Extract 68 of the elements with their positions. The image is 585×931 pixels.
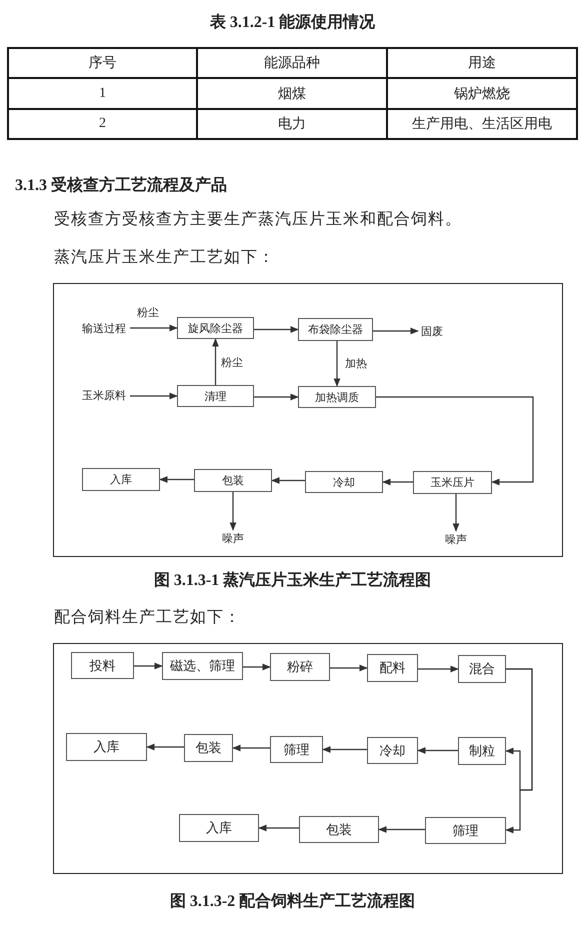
arrow xyxy=(373,328,419,334)
arrow xyxy=(232,744,270,752)
arrow xyxy=(146,744,184,750)
arrow xyxy=(159,476,194,483)
process-box: 配料 xyxy=(367,654,418,682)
process-label: 噪声 xyxy=(441,531,471,547)
process-box: 清理 xyxy=(177,385,254,407)
arrow xyxy=(376,396,534,486)
paragraph: 配合饲料生产工艺如下： xyxy=(54,608,242,628)
process-box: 包装 xyxy=(194,469,272,492)
table-cell: 2 xyxy=(8,109,197,139)
process-box: 筛理 xyxy=(270,736,323,763)
table-cell: 能源品种 xyxy=(197,48,387,78)
arrow xyxy=(254,326,299,333)
arrow xyxy=(382,478,413,486)
table-cell: 锅炉燃烧 xyxy=(387,78,577,109)
edge-label: 粉尘 xyxy=(134,304,162,320)
process-box: 包装 xyxy=(299,816,379,843)
figure-caption: 图 3.1.3-2 配合饲料生产工艺流程图 xyxy=(168,891,416,912)
process-box: 玉米压片 xyxy=(413,471,492,494)
table-title: 表 3.1.2-1 能源使用情况 xyxy=(208,12,376,33)
figure-caption: 图 3.1.3-1 蒸汽压片玉米生产工艺流程图 xyxy=(152,570,432,591)
process-box: 粉碎 xyxy=(270,653,330,681)
arrow xyxy=(243,664,271,670)
arrow xyxy=(254,394,299,400)
edge-label: 粉尘 xyxy=(218,354,246,370)
arrow xyxy=(378,826,425,833)
arrow xyxy=(258,824,299,832)
arrow xyxy=(271,477,305,484)
process-box: 布袋除尘器 xyxy=(298,318,373,341)
process-box: 旋风除尘器 xyxy=(177,317,254,339)
arrow xyxy=(134,662,163,670)
table-cell: 序号 xyxy=(8,48,197,78)
process-label: 固废 xyxy=(418,323,446,339)
process-label: 输送过程 xyxy=(78,320,130,336)
process-box: 加热调质 xyxy=(298,386,376,408)
table-cell: 用途 xyxy=(387,48,577,78)
process-box: 制粒 xyxy=(458,737,506,765)
arrow xyxy=(130,324,178,332)
process-box: 入库 xyxy=(179,814,259,842)
paragraph: 受核查方受核查方主要生产蒸汽压片玉米和配合饲料。 xyxy=(54,210,463,230)
process-box: 冷却 xyxy=(367,737,418,764)
process-box: 混合 xyxy=(458,655,506,683)
process-label: 噪声 xyxy=(218,530,248,546)
process-label: 玉米原料 xyxy=(78,387,130,403)
process-box: 入库 xyxy=(82,468,160,491)
table-cell: 生产用电、生活区用电 xyxy=(387,109,577,139)
process-box: 投料 xyxy=(71,652,134,679)
table-cell: 1 xyxy=(8,78,197,109)
arrow xyxy=(418,666,459,672)
section-heading: 3.1.3 受核查方工艺流程及产品 xyxy=(15,175,228,196)
process-box: 入库 xyxy=(66,733,147,761)
paragraph: 蒸汽压片玉米生产工艺如下： xyxy=(54,248,276,268)
arrow xyxy=(130,392,178,400)
arrow xyxy=(322,746,367,753)
process-box: 包装 xyxy=(184,734,233,762)
arrow xyxy=(330,664,368,672)
process-box: 冷却 xyxy=(305,471,383,493)
process-box: 筛理 xyxy=(425,817,506,844)
arrow xyxy=(417,747,458,754)
arrow xyxy=(452,494,460,532)
arrow xyxy=(334,341,340,387)
arrow xyxy=(230,492,236,531)
process-box: 磁选、筛理 xyxy=(162,652,243,680)
table-cell: 电力 xyxy=(197,109,387,139)
table-cell: 烟煤 xyxy=(197,78,387,109)
arrow xyxy=(505,668,533,834)
arrow xyxy=(212,338,219,385)
